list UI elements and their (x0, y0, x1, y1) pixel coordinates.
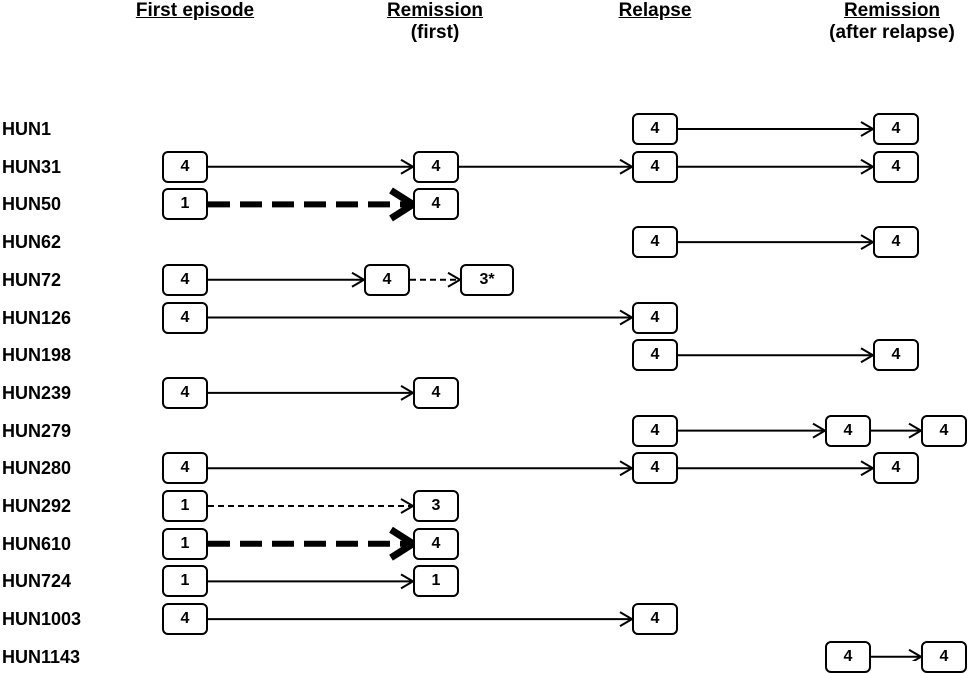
sample-box: 4 (413, 376, 459, 409)
sample-box: 1 (413, 565, 459, 598)
sample-box: 4 (873, 226, 919, 259)
sample-box: 4 (632, 113, 678, 145)
patient-id: HUN126 (2, 307, 72, 328)
sample-box: 4 (632, 414, 678, 447)
sample-box: 4 (921, 414, 967, 447)
sample-box: 4 (873, 150, 919, 183)
patient-id: HUN724 (2, 571, 72, 592)
transition-arrow-4-1 (410, 271, 462, 288)
patient-id: HUN239 (2, 382, 72, 403)
patient-id: HUN1143 (2, 646, 81, 667)
sample-box: 4 (413, 150, 459, 183)
sample-box: 1 (162, 565, 208, 598)
transition-arrow-8-1 (871, 422, 923, 439)
patient-id: HUN292 (2, 496, 72, 516)
header-title: Remission (843, 0, 941, 21)
sample-box: 4 (162, 603, 208, 636)
sample-box: 4 (632, 226, 678, 259)
sample-box: 4 (632, 452, 678, 485)
header-title: Remission (386, 0, 484, 21)
transition-arrow-1-2 (678, 158, 875, 175)
transition-arrow-11-0 (208, 526, 420, 561)
sample-box: 4 (632, 150, 678, 183)
sample-box: 4 (873, 339, 919, 372)
header-subtitle: (after relapse) (829, 22, 955, 43)
transition-arrow-1-0 (208, 158, 415, 175)
sample-box: 4 (825, 414, 871, 447)
transition-arrow-13-0 (208, 611, 634, 627)
transition-arrow-10-0 (208, 498, 415, 514)
sample-box: 4 (825, 640, 871, 673)
sample-box: 4 (162, 263, 208, 296)
header-title: Relapse (618, 0, 692, 21)
header-remission-after-relapse: Remission (after relapse) (815, 0, 969, 44)
transition-arrow-8-0 (678, 422, 827, 439)
sample-box: 4 (873, 113, 919, 145)
sample-box: 1 (162, 527, 208, 560)
transition-arrow-12-0 (208, 573, 415, 590)
sample-box: 4 (873, 452, 919, 485)
header-first-episode: First episode (130, 0, 260, 22)
patient-id: HUN280 (2, 458, 72, 479)
header-relapse: Relapse (600, 0, 710, 22)
transition-arrow-5-0 (208, 309, 634, 326)
transition-arrow-1-1 (459, 158, 634, 175)
arrowhead (908, 648, 923, 661)
sample-box: 4 (162, 452, 208, 485)
header-title: First episode (135, 0, 255, 21)
sample-box: 4 (413, 188, 459, 221)
patient-id: HUN279 (2, 420, 72, 441)
transition-arrow-6-0 (678, 347, 875, 364)
transition-arrow-0-0 (678, 121, 875, 137)
transition-arrow-2-0 (208, 187, 420, 222)
sample-box: 4 (162, 150, 208, 183)
sample-box: 4 (413, 527, 459, 560)
header-remission-first: Remission (first) (370, 0, 500, 44)
sample-box: 4 (632, 339, 678, 372)
patient-id: HUN62 (2, 232, 62, 253)
patient-id: HUN1 (2, 119, 52, 139)
sample-box: 4 (364, 263, 410, 296)
patient-id: HUN610 (2, 533, 72, 554)
patient-id: HUN1003 (2, 609, 82, 630)
sample-box: 4 (632, 301, 678, 334)
header-subtitle: (first) (410, 22, 460, 43)
sample-box: 4 (632, 603, 678, 636)
sample-box: 4 (162, 376, 208, 409)
transition-arrow-9-0 (208, 460, 634, 477)
sample-box: 1 (162, 188, 208, 221)
sample-box: 4 (162, 301, 208, 334)
sample-box: 1 (162, 490, 208, 522)
patient-id: HUN31 (2, 156, 62, 177)
transition-arrow-3-0 (678, 234, 875, 250)
transition-arrow-14-0 (871, 648, 923, 661)
sample-box: 4 (921, 640, 967, 673)
transition-arrow-9-1 (678, 460, 875, 477)
patient-id: HUN198 (2, 345, 72, 366)
patient-id: HUN72 (2, 269, 62, 290)
transition-arrow-7-0 (208, 385, 415, 401)
sample-box: 3* (460, 263, 514, 296)
transition-arrow-4-0 (208, 271, 366, 288)
sample-box: 3 (413, 490, 459, 522)
patient-id: HUN50 (2, 194, 62, 215)
